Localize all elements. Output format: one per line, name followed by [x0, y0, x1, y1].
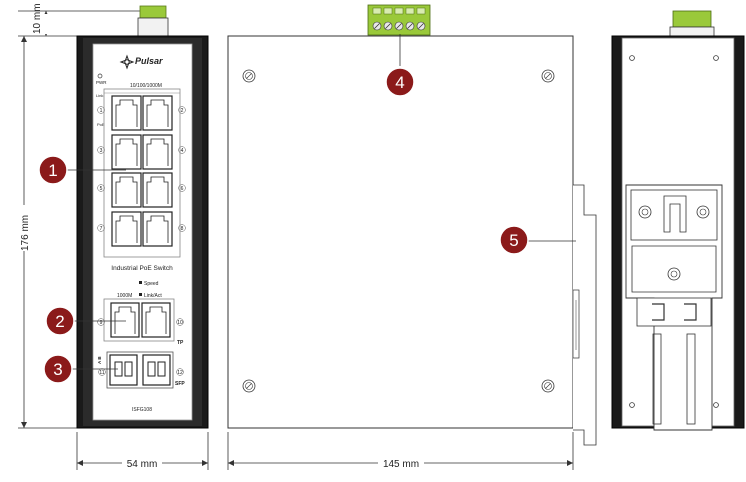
front-view: Pulsar PWR Link PoE 10/100/1000M 1 3 5 7… [76, 5, 209, 429]
rj45-port [111, 172, 142, 208]
rj45-port [110, 302, 140, 338]
port-number-left: 1 [97, 106, 105, 114]
port-number-right: 6 [178, 184, 186, 192]
brand-label: Pulsar [135, 56, 163, 66]
sfp-cage [106, 351, 174, 389]
sfp-port-number-right: 12 [176, 368, 184, 376]
svg-text:5: 5 [509, 231, 518, 250]
sfp-port-number-left: 11 [98, 368, 106, 376]
svg-text:1: 1 [100, 108, 103, 114]
port-number-left: 7 [97, 224, 105, 232]
mounting-screw [541, 379, 555, 393]
svg-text:6: 6 [181, 186, 184, 192]
side-view [227, 4, 597, 446]
ab-label: A B [97, 356, 102, 364]
rj45-port [141, 302, 171, 338]
port-block-frame [103, 88, 181, 258]
terminal-screw [394, 21, 404, 31]
svg-text:4: 4 [395, 73, 404, 92]
port-group-label: 10/100/1000M [130, 83, 162, 89]
svg-text:5: 5 [100, 186, 103, 192]
svg-text:2: 2 [181, 108, 184, 114]
pulsar-logo: Pulsar [119, 54, 163, 70]
svg-text:1: 1 [48, 161, 57, 180]
svg-text:12: 12 [177, 370, 183, 376]
mounting-screw [242, 379, 256, 393]
model-label: ISFG108 [132, 407, 152, 413]
dim-height-total: 176 mm [20, 215, 31, 251]
tp-ports [110, 302, 171, 338]
back-view [611, 10, 745, 431]
pwr-label: PWR [96, 80, 107, 85]
callout-marker: 5 [499, 225, 529, 255]
rj45-port [111, 211, 142, 247]
mounting-screw [242, 69, 256, 83]
svg-text:9: 9 [100, 320, 103, 326]
product-name: Industrial PoE Switch [111, 265, 173, 272]
terminal-screw [372, 21, 382, 31]
sfp-label: SFP [175, 381, 185, 387]
port-number-left: 3 [97, 146, 105, 154]
bracket-screw [638, 205, 652, 219]
port-number-right: 8 [178, 224, 186, 232]
rj45-ports [111, 95, 173, 247]
mounting-screws [242, 69, 555, 393]
terminal-screw [416, 21, 426, 31]
rj45-port [142, 172, 173, 208]
callout-marker: 3 [43, 354, 73, 384]
dim-width-front: 54 mm [127, 459, 158, 470]
mounting-screw [541, 69, 555, 83]
bracket-screw [667, 267, 681, 281]
callout-marker: 1 [38, 155, 68, 185]
dim-depth-side: 145 mm [383, 459, 419, 470]
speed-label: Speed [144, 281, 159, 287]
terminal-screw [383, 21, 393, 31]
callout-marker: 4 [385, 67, 415, 97]
tp-port-number-left: 9 [97, 318, 105, 326]
svg-text:11: 11 [99, 370, 104, 376]
svg-text:8: 8 [181, 226, 184, 232]
svg-text:7: 7 [100, 226, 103, 232]
din-clip-side [573, 184, 597, 446]
sfp-slot-right [142, 354, 171, 386]
poe-label: PoE [97, 122, 105, 127]
bracket-screw [696, 205, 710, 219]
tp-label: TP [177, 340, 184, 346]
port-number-left: 5 [97, 184, 105, 192]
terminal-block-back [672, 10, 712, 28]
terminal-screws [372, 7, 426, 31]
pwr-led [97, 73, 103, 79]
sfp-slot-left [109, 354, 138, 386]
dim-height-top: 10 mm [32, 3, 43, 34]
rj45-port [111, 134, 142, 170]
rj45-port [111, 95, 142, 131]
port-number-right: 4 [178, 146, 186, 154]
terminal-block [139, 5, 167, 19]
terminal-screw [405, 21, 415, 31]
svg-text:2: 2 [55, 312, 64, 331]
port-numbers: 1 3 5 7 2 4 6 8 [97, 106, 186, 232]
svg-text:3: 3 [53, 360, 62, 379]
rj45-port [142, 134, 173, 170]
tp-port-number-right: 10 [176, 318, 184, 326]
callout-marker: 2 [45, 306, 75, 336]
svg-text:10: 10 [177, 320, 183, 326]
svg-text:4: 4 [181, 148, 184, 154]
rj45-port [142, 211, 173, 247]
svg-text:3: 3 [100, 148, 103, 154]
link-act-label: Link/Act [144, 293, 162, 299]
callout-leaders [65, 34, 576, 370]
link-label: Link [96, 93, 103, 98]
port-number-right: 2 [178, 106, 186, 114]
rj45-port [142, 95, 173, 131]
speed-value-label: 1000M [117, 293, 132, 299]
